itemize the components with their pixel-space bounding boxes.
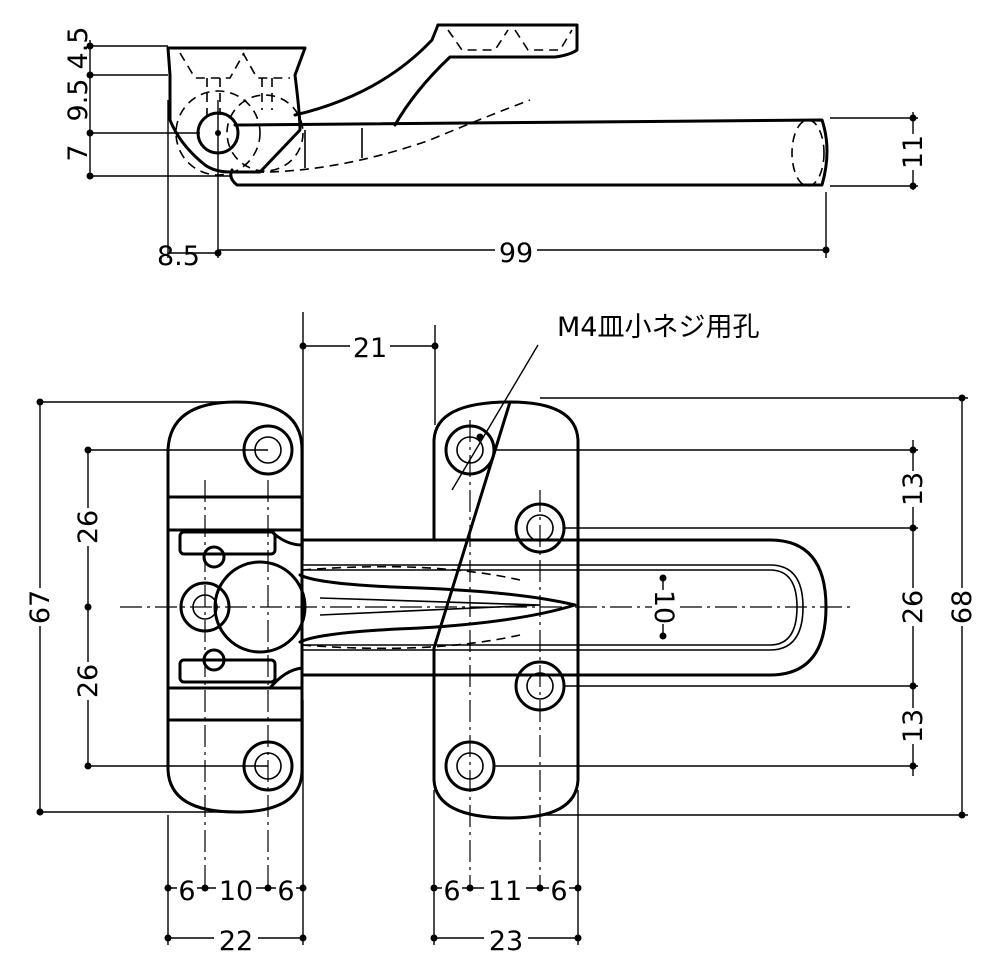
dim-26-right: 26 bbox=[898, 590, 929, 624]
dim-6-f: 6 bbox=[550, 876, 567, 907]
svg-text:67: 67 bbox=[25, 590, 56, 624]
dim-26-upper: 26 bbox=[73, 510, 104, 544]
dim-11-e: 11 bbox=[488, 876, 522, 907]
right-plate bbox=[432, 400, 580, 820]
screw-hole-note: M4皿小ネジ用孔 bbox=[557, 312, 759, 343]
svg-text:13: 13 bbox=[898, 709, 929, 743]
dim-68: 68 bbox=[947, 590, 978, 624]
dim-9-5: 9.5 bbox=[63, 79, 94, 122]
dim-22: 22 bbox=[219, 926, 253, 957]
top-knuckle-hidden bbox=[226, 94, 304, 172]
slide-arm bbox=[298, 573, 577, 644]
top-right-plate bbox=[393, 23, 579, 127]
dim-8-5: 8.5 bbox=[157, 241, 200, 272]
top-bar-end bbox=[791, 119, 825, 187]
dim-6-c: 6 bbox=[277, 876, 294, 907]
svg-text:26: 26 bbox=[73, 510, 104, 544]
top-right-arm-inner bbox=[293, 23, 440, 117]
dim-10-b: 10 bbox=[219, 876, 253, 907]
svg-text:13: 13 bbox=[898, 472, 929, 506]
dim-21: 21 bbox=[353, 333, 387, 364]
svg-text:26: 26 bbox=[898, 590, 929, 624]
top-bar bbox=[229, 118, 829, 187]
dim-26-lower: 26 bbox=[73, 664, 104, 698]
dim-6-d: 6 bbox=[443, 876, 460, 907]
dim-11-top: 11 bbox=[898, 135, 929, 169]
dim-13-upper: 13 bbox=[898, 472, 929, 506]
front-view: M4皿小ネジ用孔 21 67 26 26 bbox=[25, 312, 978, 957]
dim-23: 23 bbox=[489, 926, 523, 957]
dim-6-a: 6 bbox=[178, 876, 195, 907]
top-view: 4.5 9.5 7 8.5 99 11 bbox=[63, 23, 929, 272]
dim-67: 67 bbox=[25, 590, 56, 624]
dim-99: 99 bbox=[499, 238, 533, 269]
dim-10-slot: 10 bbox=[648, 590, 679, 624]
dim-7: 7 bbox=[63, 144, 94, 161]
svg-text:9.5: 9.5 bbox=[63, 79, 94, 122]
top-left-block bbox=[166, 46, 307, 174]
svg-text:7: 7 bbox=[63, 144, 94, 161]
dim-13-lower: 13 bbox=[898, 709, 929, 743]
svg-text:26: 26 bbox=[73, 664, 104, 698]
dim-4-5: 4.5 bbox=[63, 27, 94, 70]
svg-text:10: 10 bbox=[648, 590, 679, 624]
svg-text:4.5: 4.5 bbox=[63, 27, 94, 70]
svg-text:68: 68 bbox=[947, 590, 978, 624]
svg-text:11: 11 bbox=[898, 135, 929, 169]
